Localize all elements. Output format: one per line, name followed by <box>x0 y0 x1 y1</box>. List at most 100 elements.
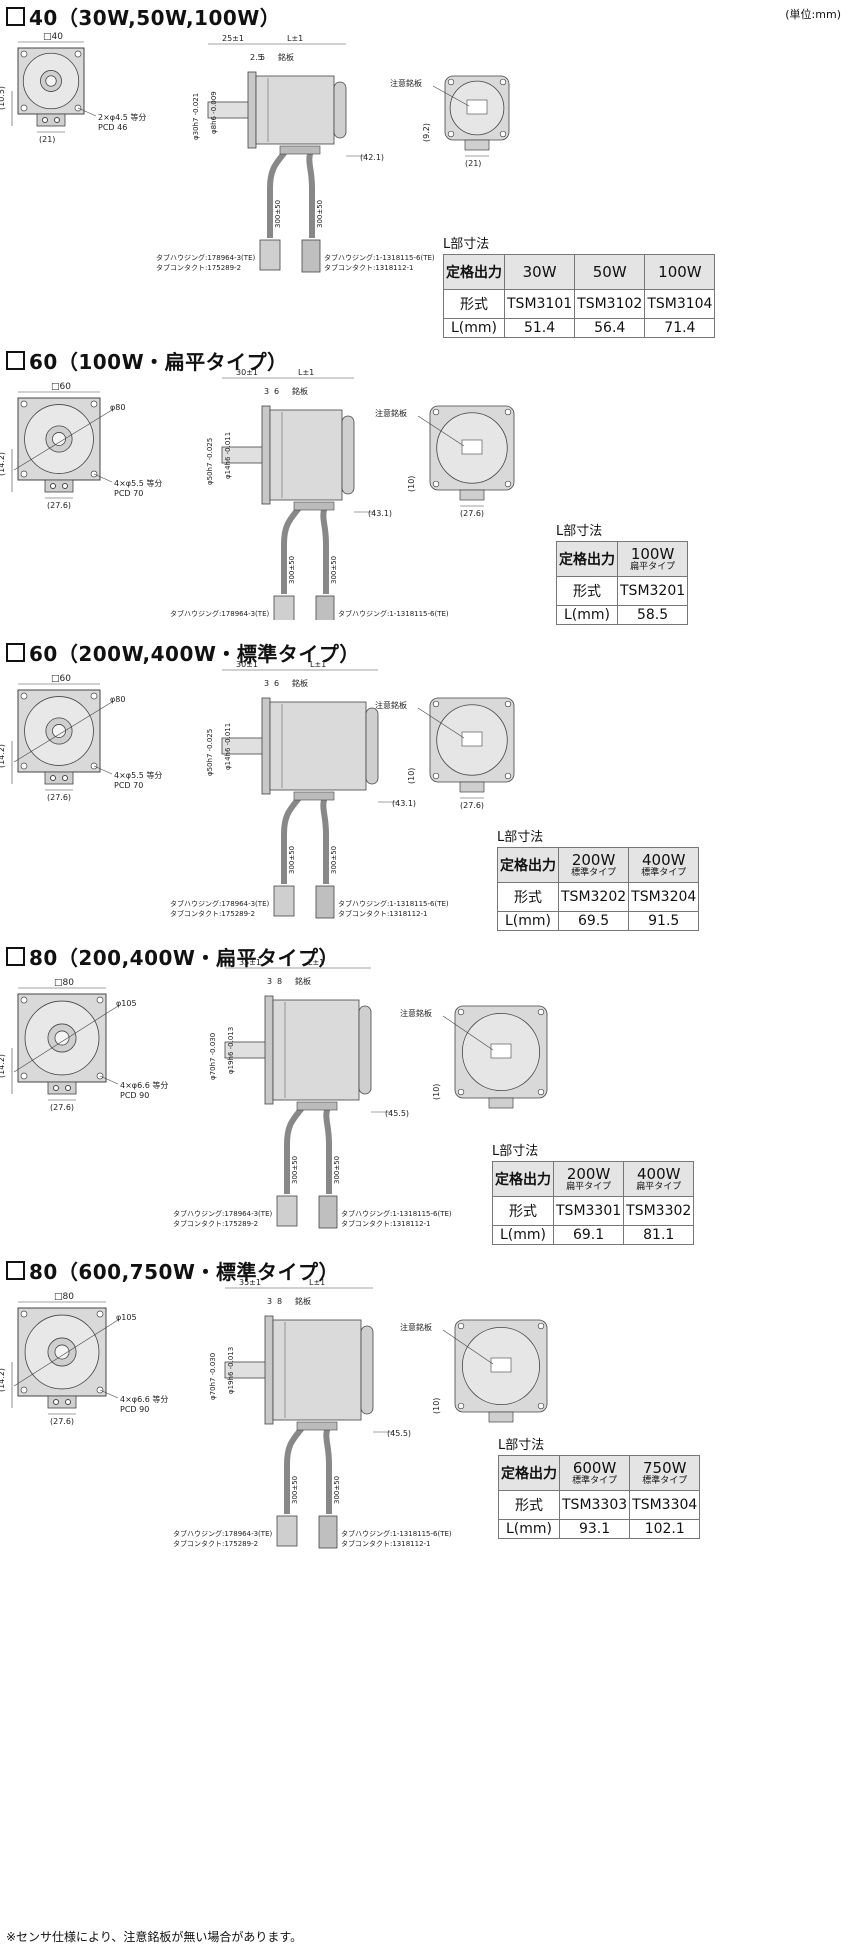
watt-label: 200W <box>566 1165 611 1183</box>
mounting-hole <box>20 996 28 1004</box>
front-height-label: (14.2) <box>0 1368 6 1392</box>
conn-left-contact-label: タブコンタクト:175289-2 <box>170 909 255 918</box>
model-cell: TSM3104 <box>644 289 716 319</box>
length-cell: 71.4 <box>644 318 716 338</box>
row-label-length: L(mm) <box>498 1519 560 1539</box>
conn-right-housing-label: タブハウジング:1-1318115-6(TE) <box>341 1529 452 1538</box>
cable-gland <box>279 145 321 155</box>
front-height-label: (10.5) <box>0 86 6 110</box>
leader-line <box>442 1329 494 1365</box>
conn-left-contact-label: タブコンタクト:175289-2 <box>156 263 241 272</box>
front-connector <box>44 771 74 785</box>
side-flange <box>261 405 271 505</box>
model-cell: TSM3304 <box>629 1490 701 1520</box>
watt-label: 100W <box>630 545 675 563</box>
conn-left-housing-label: タブハウジング:178964-3(TE) <box>173 1209 272 1218</box>
front-shaft-circle <box>54 1030 70 1046</box>
front-connector <box>47 1081 77 1095</box>
section-title-text: 60（200W,400W・標準タイプ） <box>29 642 360 666</box>
mounting-hole <box>20 400 28 408</box>
cable-right-length-label: 300±50 <box>316 200 324 228</box>
shaft-length-label: 30±1 <box>236 660 258 669</box>
header-output: 定格出力 <box>498 1455 560 1491</box>
model-cell: TSM3201 <box>616 576 689 606</box>
side-flange <box>261 697 271 795</box>
conn-left-contact-label: タブコンタクト:175289-2 <box>170 619 255 620</box>
cable-right <box>323 1102 332 1194</box>
header-watt: 30W <box>503 254 576 290</box>
pcd-label: PCD 70 <box>114 489 143 498</box>
cable-right <box>306 146 315 238</box>
length-cell: 81.1 <box>623 1225 695 1245</box>
back-width-label: (21) <box>465 159 481 168</box>
back-view: 注意銘板(10) <box>400 1319 548 1423</box>
mounting-hole <box>504 700 512 708</box>
cable-gland <box>296 1421 338 1431</box>
front-diameter-label: φ80 <box>110 695 125 704</box>
connector-left <box>273 885 295 917</box>
mounting-hole <box>96 996 104 1004</box>
caution-plate <box>461 731 483 747</box>
square-symbol-icon <box>6 947 25 966</box>
mounting-hole <box>537 1008 545 1016</box>
shaft-diameter-label: φ14h6 -0.011 <box>224 432 232 479</box>
connector-pin <box>65 1085 71 1091</box>
row-label-model: 形式 <box>443 289 505 319</box>
side-flange <box>264 995 274 1105</box>
cable-right <box>320 502 329 594</box>
connector-right <box>315 595 335 620</box>
back-height-label: (10) <box>432 1084 441 1100</box>
model-cell: TSM3303 <box>558 1490 631 1520</box>
front-shaft-circle <box>54 1344 70 1360</box>
mounting-hole <box>457 1402 465 1410</box>
mounting-hole <box>447 78 455 86</box>
type-sub-label: 標準タイプ <box>641 868 687 878</box>
shaft-diameter-label: φ19h6 -0.013 <box>227 1347 235 1394</box>
side-flange <box>264 1315 274 1425</box>
front-height-label: (14.2) <box>0 452 6 476</box>
motor-body <box>272 999 360 1101</box>
type-sub-label: 扁平タイプ <box>630 562 676 572</box>
front-height-label: (14.2) <box>0 744 6 768</box>
caution-plate <box>461 439 483 455</box>
motor-body <box>255 75 335 145</box>
conn-right-housing-label: タブハウジング:1-1318115-6(TE) <box>341 1209 452 1218</box>
shaft-length-label: 35±1 <box>239 1278 261 1287</box>
dim-d2-label: 8 <box>277 977 282 986</box>
leader-line <box>417 707 465 739</box>
conn-right-contact-label: タブコンタクト:1318112-1 <box>338 909 428 918</box>
connector-right <box>315 885 335 919</box>
front-size-label: □60 <box>51 674 71 684</box>
conn-right-housing-label: タブハウジング:1-1318115-6(TE) <box>324 253 435 262</box>
back-height-label: (10) <box>407 476 416 492</box>
motor-rear-cover <box>365 707 379 785</box>
diameter-line <box>13 1005 119 1073</box>
header-watt: 50W <box>574 254 646 290</box>
row-label-model: 形式 <box>556 576 618 606</box>
cable-right <box>323 1422 332 1514</box>
cable-offset-label: (45.5) <box>385 1109 409 1118</box>
length-cell: 91.5 <box>628 911 700 931</box>
mounting-hole <box>537 1322 545 1330</box>
model-cell: TSM3302 <box>623 1196 695 1226</box>
conn-right-contact-label: タブコンタクト:1318112-1 <box>324 263 414 272</box>
front-width-label: (27.6) <box>50 1417 74 1426</box>
mounting-hole <box>432 700 440 708</box>
type-sub-label: 扁平タイプ <box>566 1182 612 1192</box>
shaft-diameter-label: φ19h6 -0.013 <box>227 1027 235 1074</box>
nameplate-label: 銘板 <box>295 976 311 986</box>
